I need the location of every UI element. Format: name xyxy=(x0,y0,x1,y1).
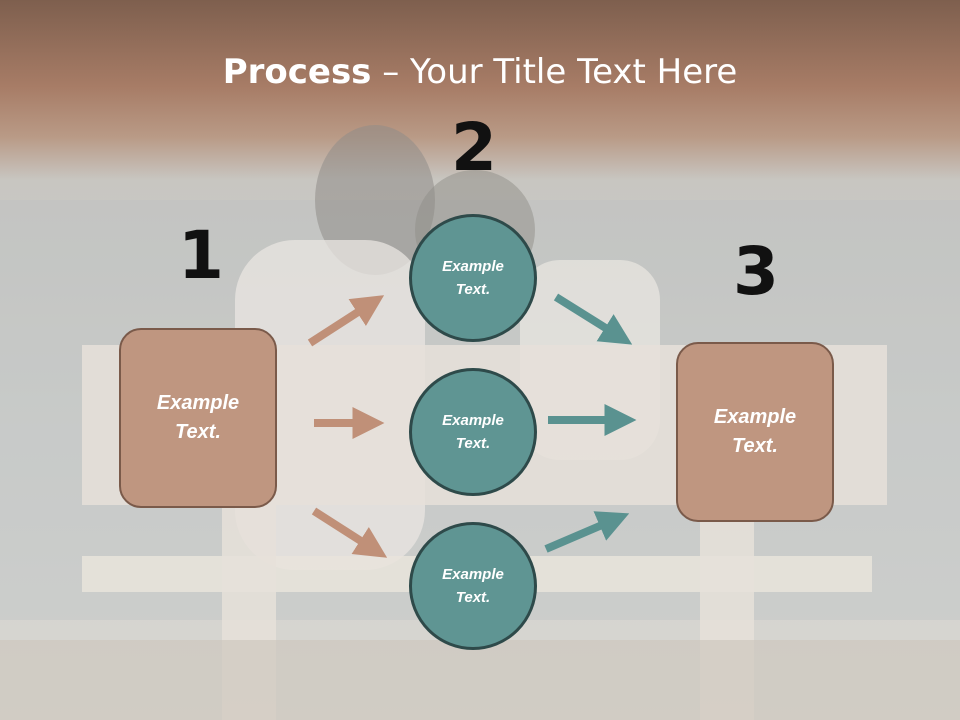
circle-middle: Example Text. xyxy=(409,368,537,496)
circle-top: Example Text. xyxy=(409,214,537,342)
title-bold: Process xyxy=(222,52,372,92)
step-3-box: Example Text. xyxy=(676,342,834,522)
arrow-circle-top-to-3 xyxy=(553,293,633,345)
step-1-text: Example Text. xyxy=(156,392,240,443)
step-number-3: 3 xyxy=(733,233,779,310)
circle-top-text: Example Text. xyxy=(442,258,504,298)
step-3-text: Example Text. xyxy=(713,406,797,457)
arrow-1-to-circle-top xyxy=(307,295,385,347)
circle-bottom: Example Text. xyxy=(409,522,537,650)
step-number-2: 2 xyxy=(451,109,497,186)
slide-title: Process – Your Title Text Here xyxy=(0,52,960,92)
circle-bottom-text: Example Text. xyxy=(442,566,504,606)
step-1-box: Example Text. xyxy=(119,328,277,508)
arrow-1-to-circle-bottom xyxy=(311,507,388,558)
circle-middle-text: Example Text. xyxy=(442,412,504,452)
arrow-circle-bottom-to-3 xyxy=(544,511,630,553)
title-rest: – Your Title Text Here xyxy=(371,52,738,92)
step-number-1: 1 xyxy=(178,217,224,294)
